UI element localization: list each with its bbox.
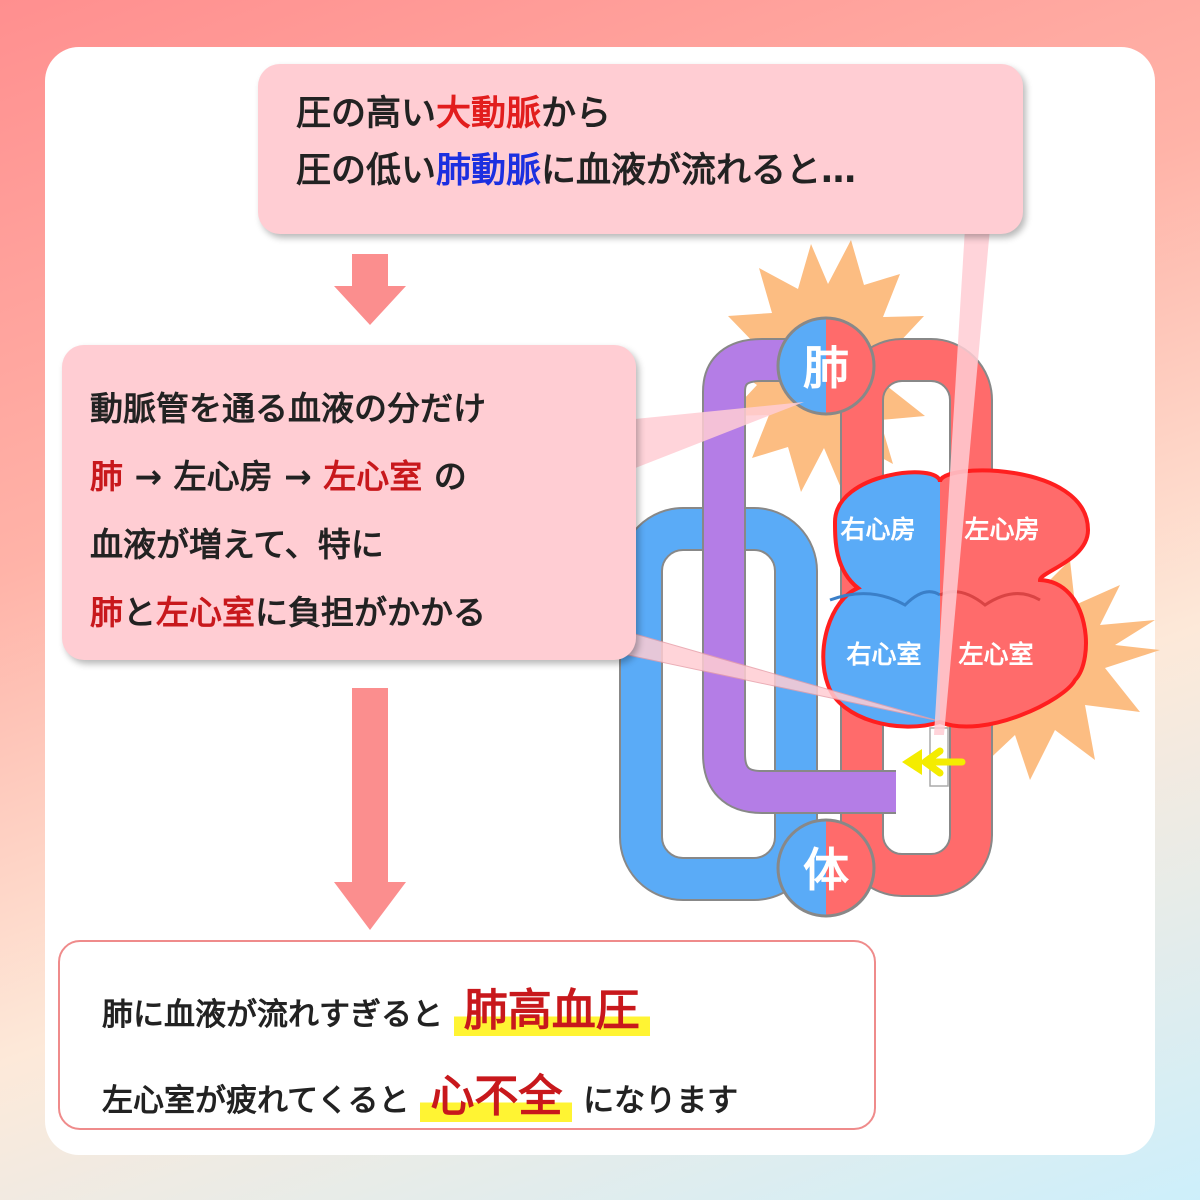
mid-line4-connector: と [123,593,156,632]
explanation-box-middle: 動脈管を通る血液の分だけ 肺 → 左心房 → 左心室 の 血液が増えて、特に 肺… [62,345,636,660]
top-line1-prefix: 圧の高い [296,94,437,134]
lung-term: 肺 [90,457,123,496]
left-atrium-label: 左心房 [964,515,1039,544]
body-label: 体 [803,843,849,897]
top-line1-suffix: から [541,94,612,134]
mid-line3: 血液が増えて、特に [90,525,384,564]
top-line2-suffix: に血液が流れると… [541,151,857,191]
mid-line1: 動脈管を通る血液の分だけ [90,389,486,428]
aorta-term: 大動脈 [436,94,542,134]
pulmonary-artery-term: 肺動脈 [436,151,542,191]
lung-term-2: 肺 [90,593,123,632]
right-ventricle-label: 右心室 [846,640,921,669]
heart-failure-term: 心不全 [420,1071,573,1122]
ductus-flow-arrow [921,747,966,777]
left-ventricle-term-2: 左心室 [156,593,255,632]
flow-arrow-1 [334,254,406,325]
flow-arrow-2 [334,688,406,930]
explanation-box-top: 圧の高い大動脈から 圧の低い肺動脈に血液が流れると… [258,64,1023,234]
mid-line4-suffix: に負担がかかる [255,593,486,632]
conclusion-line2-suffix: になります [583,1083,739,1119]
lung-label: 肺 [803,341,849,395]
mid-line2-suffix: の [422,457,467,496]
conclusion-line1-text: 肺に血液が流れすぎると [102,997,443,1033]
left-ventricle-label: 左心室 [958,640,1033,669]
mid-line2-arrow-text: → 左心房 → [123,457,324,496]
top-line2-prefix: 圧の低い [296,151,437,191]
top-callout-pointer [934,228,990,735]
conclusion-box: 肺に血液が流れすぎると 肺高血圧 左心室が疲れてくると 心不全 になります [58,940,876,1130]
middle-callout-pointer [625,402,804,472]
conclusion-line2-text: 左心室が疲れてくると [102,1083,410,1119]
pulmonary-hypertension-term: 肺高血圧 [453,985,650,1036]
right-atrium-label: 右心房 [840,515,915,544]
left-ventricle-term: 左心室 [323,457,423,496]
